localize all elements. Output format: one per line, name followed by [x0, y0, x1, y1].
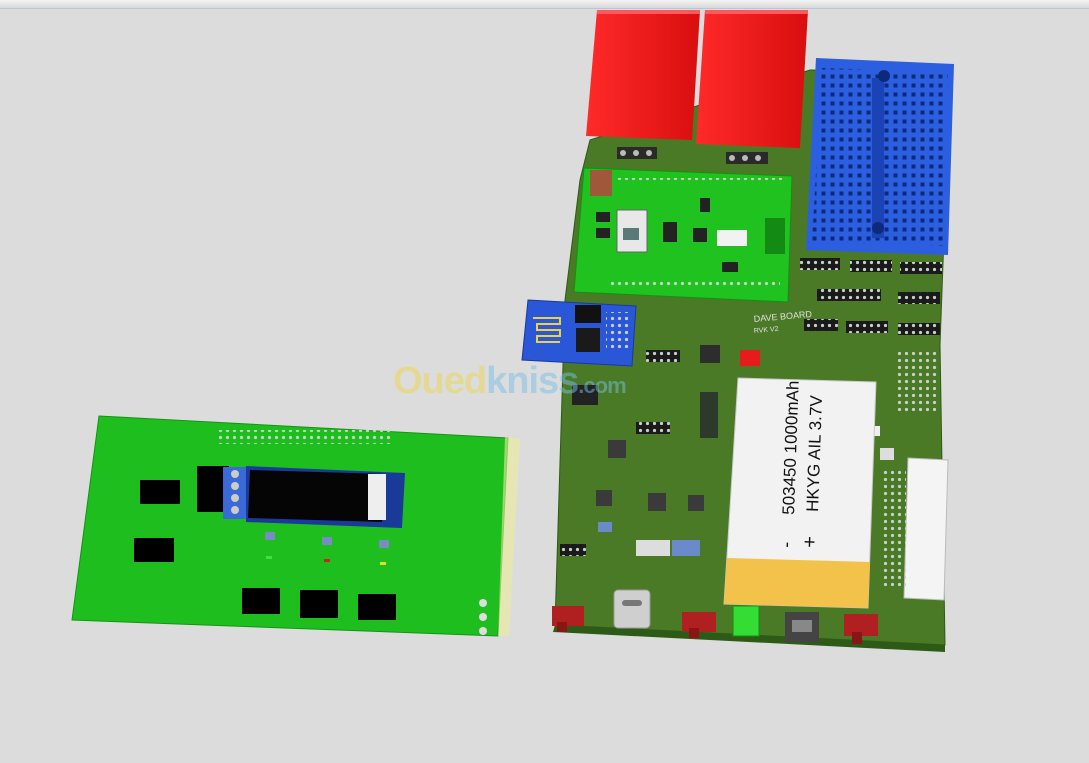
battery-plus-sign: +: [799, 536, 821, 548]
window-top-edge: [0, 0, 1089, 9]
battery-label-line2: HKYG AIL 3.7V: [803, 394, 826, 512]
battery: [723, 377, 877, 609]
display-board: [71, 415, 520, 637]
side-connector: [880, 457, 949, 601]
bottom-connectors: [552, 589, 878, 644]
relay-terminals: [617, 147, 768, 164]
sensor-module: [573, 167, 793, 303]
battery-minus-sign: -: [776, 541, 796, 548]
relay-left: [586, 10, 700, 140]
battery-label-line1: 503450 1000mAh: [779, 380, 803, 515]
relay-right: [696, 10, 808, 148]
esp01-module: [521, 299, 637, 367]
header-pins: [560, 258, 942, 556]
board-silkscreen-rev: RVK V2: [754, 326, 779, 335]
mini-breadboard: [806, 58, 954, 255]
